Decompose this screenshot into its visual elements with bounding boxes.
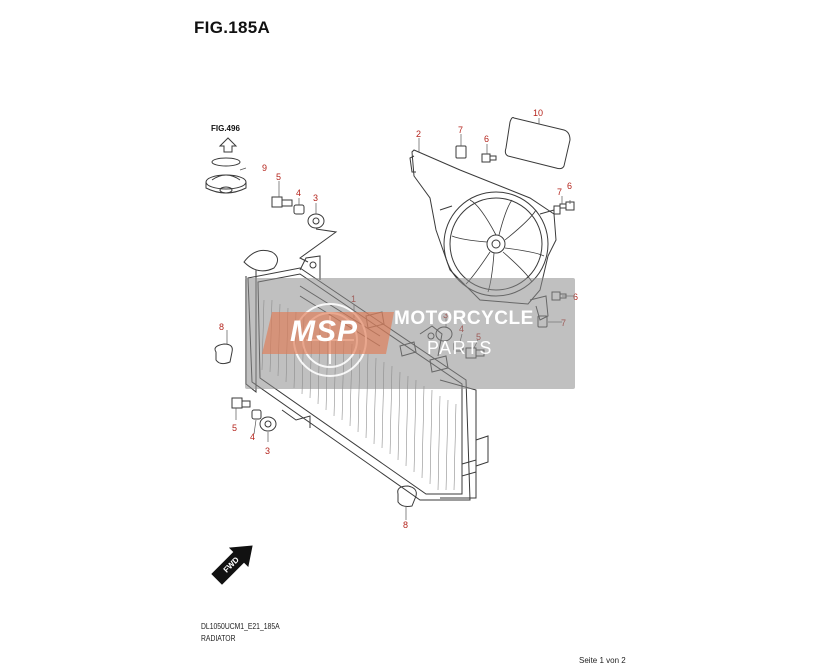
up-arrow-icon — [218, 137, 238, 153]
watermark-line1: MOTORCYCLE — [394, 308, 534, 329]
fwd-arrow-icon: FWD — [211, 545, 253, 585]
bolt-bottom[interactable] — [231, 397, 251, 409]
callout-2[interactable]: 2 — [416, 129, 421, 139]
figure-title: FIG.185A — [194, 18, 271, 37]
callout-4-bottom[interactable]: 4 — [250, 432, 255, 442]
callout-8-left[interactable]: 8 — [219, 322, 224, 332]
callout-3-bottom[interactable]: 3 — [265, 446, 270, 456]
screw-top[interactable] — [481, 153, 497, 163]
watermark-logo: MSP — [290, 315, 359, 348]
callout-5-top[interactable]: 5 — [276, 172, 281, 182]
grommet-bottom[interactable] — [259, 416, 277, 432]
plug-left[interactable] — [214, 343, 233, 365]
callout-7-right[interactable]: 7 — [557, 187, 562, 197]
watermark-line2: PARTS — [427, 338, 493, 358]
plug-bottom[interactable] — [397, 485, 417, 507]
callout-5-bottom[interactable]: 5 — [232, 423, 237, 433]
callout-9[interactable]: 9 — [262, 163, 267, 173]
footer-name: RADIATOR — [201, 634, 236, 643]
collar-bottom[interactable] — [251, 409, 262, 420]
watermark-logo-shape — [262, 312, 394, 354]
reference-figure-label: FIG.496 — [211, 124, 240, 133]
callout-7-top[interactable]: 7 — [458, 125, 463, 135]
callout-3-top[interactable]: 3 — [313, 193, 318, 203]
bolt-top[interactable] — [271, 196, 293, 208]
page-indicator: Seite 1 von 2 — [579, 656, 626, 665]
callout-4-top[interactable]: 4 — [296, 188, 301, 198]
callout-6-lower[interactable]: 6 — [573, 292, 578, 302]
warning-label[interactable] — [504, 117, 571, 170]
callout-6-top[interactable]: 6 — [484, 134, 489, 144]
callout-6-right[interactable]: 6 — [567, 181, 572, 191]
footer-code: DL1050UCM1_E21_185A — [201, 622, 280, 631]
radiator-cap[interactable] — [205, 157, 247, 194]
callout-10[interactable]: 10 — [533, 108, 543, 118]
callout-8-bottom[interactable]: 8 — [403, 520, 408, 530]
